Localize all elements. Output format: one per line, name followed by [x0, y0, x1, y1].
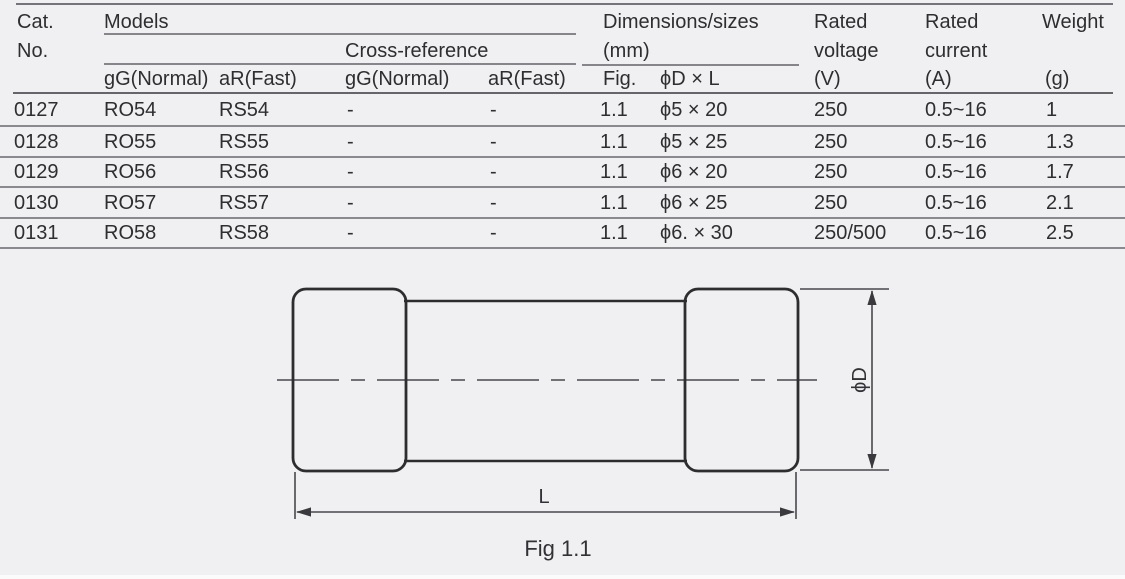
- table-row: 0127 RO54 RS54 - - 1.1 ϕ5 × 20 250 0.5~16 1: [0, 94, 1125, 127]
- diameter-label: ϕD: [849, 367, 871, 393]
- cell-fig: 1.1: [600, 161, 628, 183]
- cell-diameter-length: ϕ5 × 20: [660, 98, 728, 121]
- cell-model-gg: RO58: [104, 222, 157, 244]
- cell-rated-current: 0.5~16: [925, 130, 987, 153]
- cell-xref-gg: -: [347, 191, 354, 214]
- cell-cat-no: 0131: [14, 222, 59, 244]
- table-row: 0129 RO56 RS56 - - 1.1 ϕ6 × 20 250 0.5~16 1.7: [0, 158, 1125, 188]
- table-row: 0128 RO55 RS55 - - 1.1 ϕ5 × 25 250 0.5~16 1.3: [0, 127, 1125, 158]
- table-top-rule: [16, 3, 1113, 5]
- cell-model-ar: RS54: [219, 98, 270, 121]
- cell-xref-ar: -: [490, 191, 497, 214]
- cell-rated-current: 0.5~16: [925, 191, 987, 214]
- cell-xref-gg: -: [347, 222, 354, 244]
- cell-rated-voltage: 250: [814, 98, 848, 121]
- dim-d-arrow-top: [867, 290, 877, 305]
- cell-weight: 1.3: [1046, 130, 1074, 153]
- cell-xref-gg: -: [347, 130, 354, 153]
- figure-caption: Fig 1.1: [524, 536, 591, 561]
- cell-weight: 2.1: [1046, 191, 1074, 214]
- dimensions-group-underline: [582, 64, 799, 66]
- header-weight: Weight: [1042, 11, 1104, 33]
- cell-rated-current: 0.5~16: [925, 161, 987, 183]
- cell-model-ar: RS55: [219, 130, 270, 153]
- cell-xref-ar: -: [490, 130, 497, 153]
- subheader-xref-ar: aR(Fast): [488, 68, 566, 90]
- models-group-underline: [104, 33, 576, 35]
- dim-d-arrow-bottom: [867, 454, 877, 469]
- cross-reference-underline: [104, 63, 576, 65]
- cell-cat-no: 0129: [14, 161, 59, 183]
- cell-model-ar: RS58: [219, 222, 270, 244]
- cell-weight: 1: [1046, 98, 1058, 121]
- cell-rated-voltage: 250: [814, 191, 848, 214]
- fuse-right-cap: [683, 287, 800, 473]
- cell-model-ar: RS57: [219, 191, 270, 214]
- cell-model-gg: RO54: [104, 98, 157, 121]
- cell-weight: 2.5: [1046, 222, 1074, 244]
- cell-diameter-length: ϕ6 × 25: [660, 191, 728, 214]
- table-row: 0130 RO57 RS57 - - 1.1 ϕ6 × 25 250 0.5~16 2.1: [0, 188, 1125, 219]
- dim-l-arrow-left: [296, 507, 311, 517]
- header-cat: Cat.: [17, 11, 54, 33]
- cell-model-gg: RO55: [104, 130, 157, 153]
- header-rated-current-2: current: [925, 40, 988, 62]
- page-bottom-edge: [0, 575, 1125, 579]
- header-weight-unit: (g): [1045, 68, 1070, 90]
- header-dimensions: Dimensions/sizes: [603, 11, 759, 33]
- cell-rated-voltage: 250/500: [814, 222, 887, 244]
- header-cat-no: No.: [17, 40, 49, 62]
- cell-fig: 1.1: [600, 222, 628, 244]
- subheader-xref-gg: gG(Normal): [345, 68, 450, 90]
- cell-xref-ar: -: [490, 161, 497, 183]
- header-rated-current-unit: (A): [925, 68, 952, 90]
- cell-rated-voltage: 250: [814, 161, 848, 183]
- header-rated-voltage-unit: (V): [814, 68, 841, 90]
- header-bottom-rule: [13, 92, 1113, 94]
- cell-fig: 1.1: [600, 130, 628, 153]
- cell-cat-no: 0130: [14, 191, 59, 214]
- cell-cat-no: 0127: [14, 98, 59, 121]
- length-label: L: [538, 486, 549, 508]
- table-row: 0131 RO58 RS58 - - 1.1 ϕ6. × 30 250/500 0.5~16 2.…: [0, 219, 1125, 249]
- cell-xref-gg: -: [347, 161, 354, 183]
- cell-rated-current: 0.5~16: [925, 98, 987, 121]
- header-rated-current-1: Rated: [925, 11, 979, 33]
- cell-diameter-length: ϕ6 × 20: [660, 161, 728, 183]
- header-rated-voltage-1: Rated: [814, 11, 868, 33]
- cell-xref-gg: -: [347, 98, 354, 121]
- subheader-models-ar: aR(Fast): [219, 68, 297, 90]
- dim-l-arrow-right: [780, 507, 795, 517]
- subheader-fig: Fig.: [603, 68, 637, 90]
- cell-xref-ar: -: [490, 98, 497, 121]
- cell-diameter-length: ϕ5 × 25: [660, 130, 728, 153]
- cell-model-gg: RO56: [104, 161, 157, 183]
- cell-xref-ar: -: [490, 222, 497, 244]
- cell-model-gg: RO57: [104, 191, 157, 214]
- cell-cat-no: 0128: [14, 130, 59, 153]
- header-cross-reference-group: Cross-reference: [345, 40, 489, 62]
- cell-fig: 1.1: [600, 98, 628, 121]
- header-models-group: Models: [104, 11, 169, 33]
- fuse-left-cap: [291, 287, 408, 473]
- header-dimensions-unit: (mm): [603, 40, 650, 62]
- cell-diameter-length: ϕ6. × 30: [660, 222, 733, 244]
- subheader-models-gg: gG(Normal): [104, 68, 209, 90]
- cell-fig: 1.1: [600, 191, 628, 214]
- cell-model-ar: RS56: [219, 161, 270, 183]
- subheader-diameter-length: ϕD × L: [660, 68, 720, 90]
- cell-rated-current: 0.5~16: [925, 222, 987, 244]
- cell-weight: 1.7: [1046, 161, 1074, 183]
- cell-rated-voltage: 250: [814, 130, 848, 153]
- header-rated-voltage-2: voltage: [814, 40, 879, 62]
